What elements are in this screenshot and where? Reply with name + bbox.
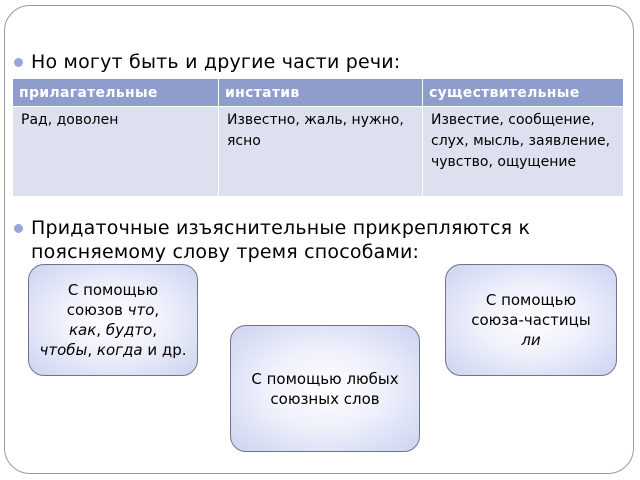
italic-word: ли bbox=[521, 331, 541, 349]
cell-nouns: Известие, сообщение, слух, мысль, заявле… bbox=[422, 106, 623, 196]
italic-word: чтобы bbox=[39, 341, 88, 359]
box-conjunctive-words: С помощью любых союзных слов bbox=[230, 325, 420, 452]
separator: , bbox=[154, 301, 160, 319]
box-particle-conjunction: С помощью союза-частицы ли bbox=[445, 264, 617, 376]
table-row: Рад, доволен Известно, жаль, нужно, ясно… bbox=[13, 106, 623, 196]
italic-word: будто bbox=[105, 321, 153, 339]
box-conjunctions: С помощью союзов что, как, будто, чтобы,… bbox=[28, 264, 198, 376]
italic-word: когда bbox=[96, 341, 143, 359]
table-header-row: прилагательные инстатив существительные bbox=[13, 79, 623, 107]
box-line: С помощью bbox=[485, 291, 577, 309]
bullet-item-1: Но могут быть и другие части речи: bbox=[14, 50, 400, 74]
box-line: С помощью bbox=[67, 281, 159, 299]
header-instative: инстатив bbox=[218, 79, 423, 107]
box-line: союза-частицы bbox=[471, 311, 591, 329]
italic-word: что bbox=[127, 301, 155, 319]
bullet-text: Но могут быть и другие части речи: bbox=[31, 51, 401, 73]
box-text: С помощью союза-частицы ли bbox=[471, 290, 590, 350]
suffix: и др. bbox=[142, 341, 187, 359]
box-line: союзов bbox=[66, 301, 128, 319]
bullet-item-2: Придаточные изъяснительные прикрепляются… bbox=[14, 216, 624, 264]
bullet-dot-icon bbox=[14, 58, 23, 67]
italic-word: как bbox=[68, 321, 97, 339]
separator: , bbox=[96, 321, 106, 339]
bullet-dot-icon bbox=[14, 224, 23, 233]
separator: , bbox=[87, 341, 97, 359]
bullet-text: Придаточные изъяснительные прикрепляются… bbox=[31, 217, 531, 263]
header-nouns: существительные bbox=[422, 79, 623, 107]
header-adjectives: прилагательные bbox=[13, 79, 219, 107]
cell-instative: Известно, жаль, нужно, ясно bbox=[218, 106, 423, 196]
separator: , bbox=[152, 321, 158, 339]
box-text: С помощью любых союзных слов bbox=[251, 369, 399, 408]
parts-of-speech-table: прилагательные инстатив существительные … bbox=[13, 79, 623, 196]
box-text: С помощью союзов что, как, будто, чтобы,… bbox=[39, 280, 186, 360]
cell-adjectives: Рад, доволен bbox=[13, 106, 219, 196]
